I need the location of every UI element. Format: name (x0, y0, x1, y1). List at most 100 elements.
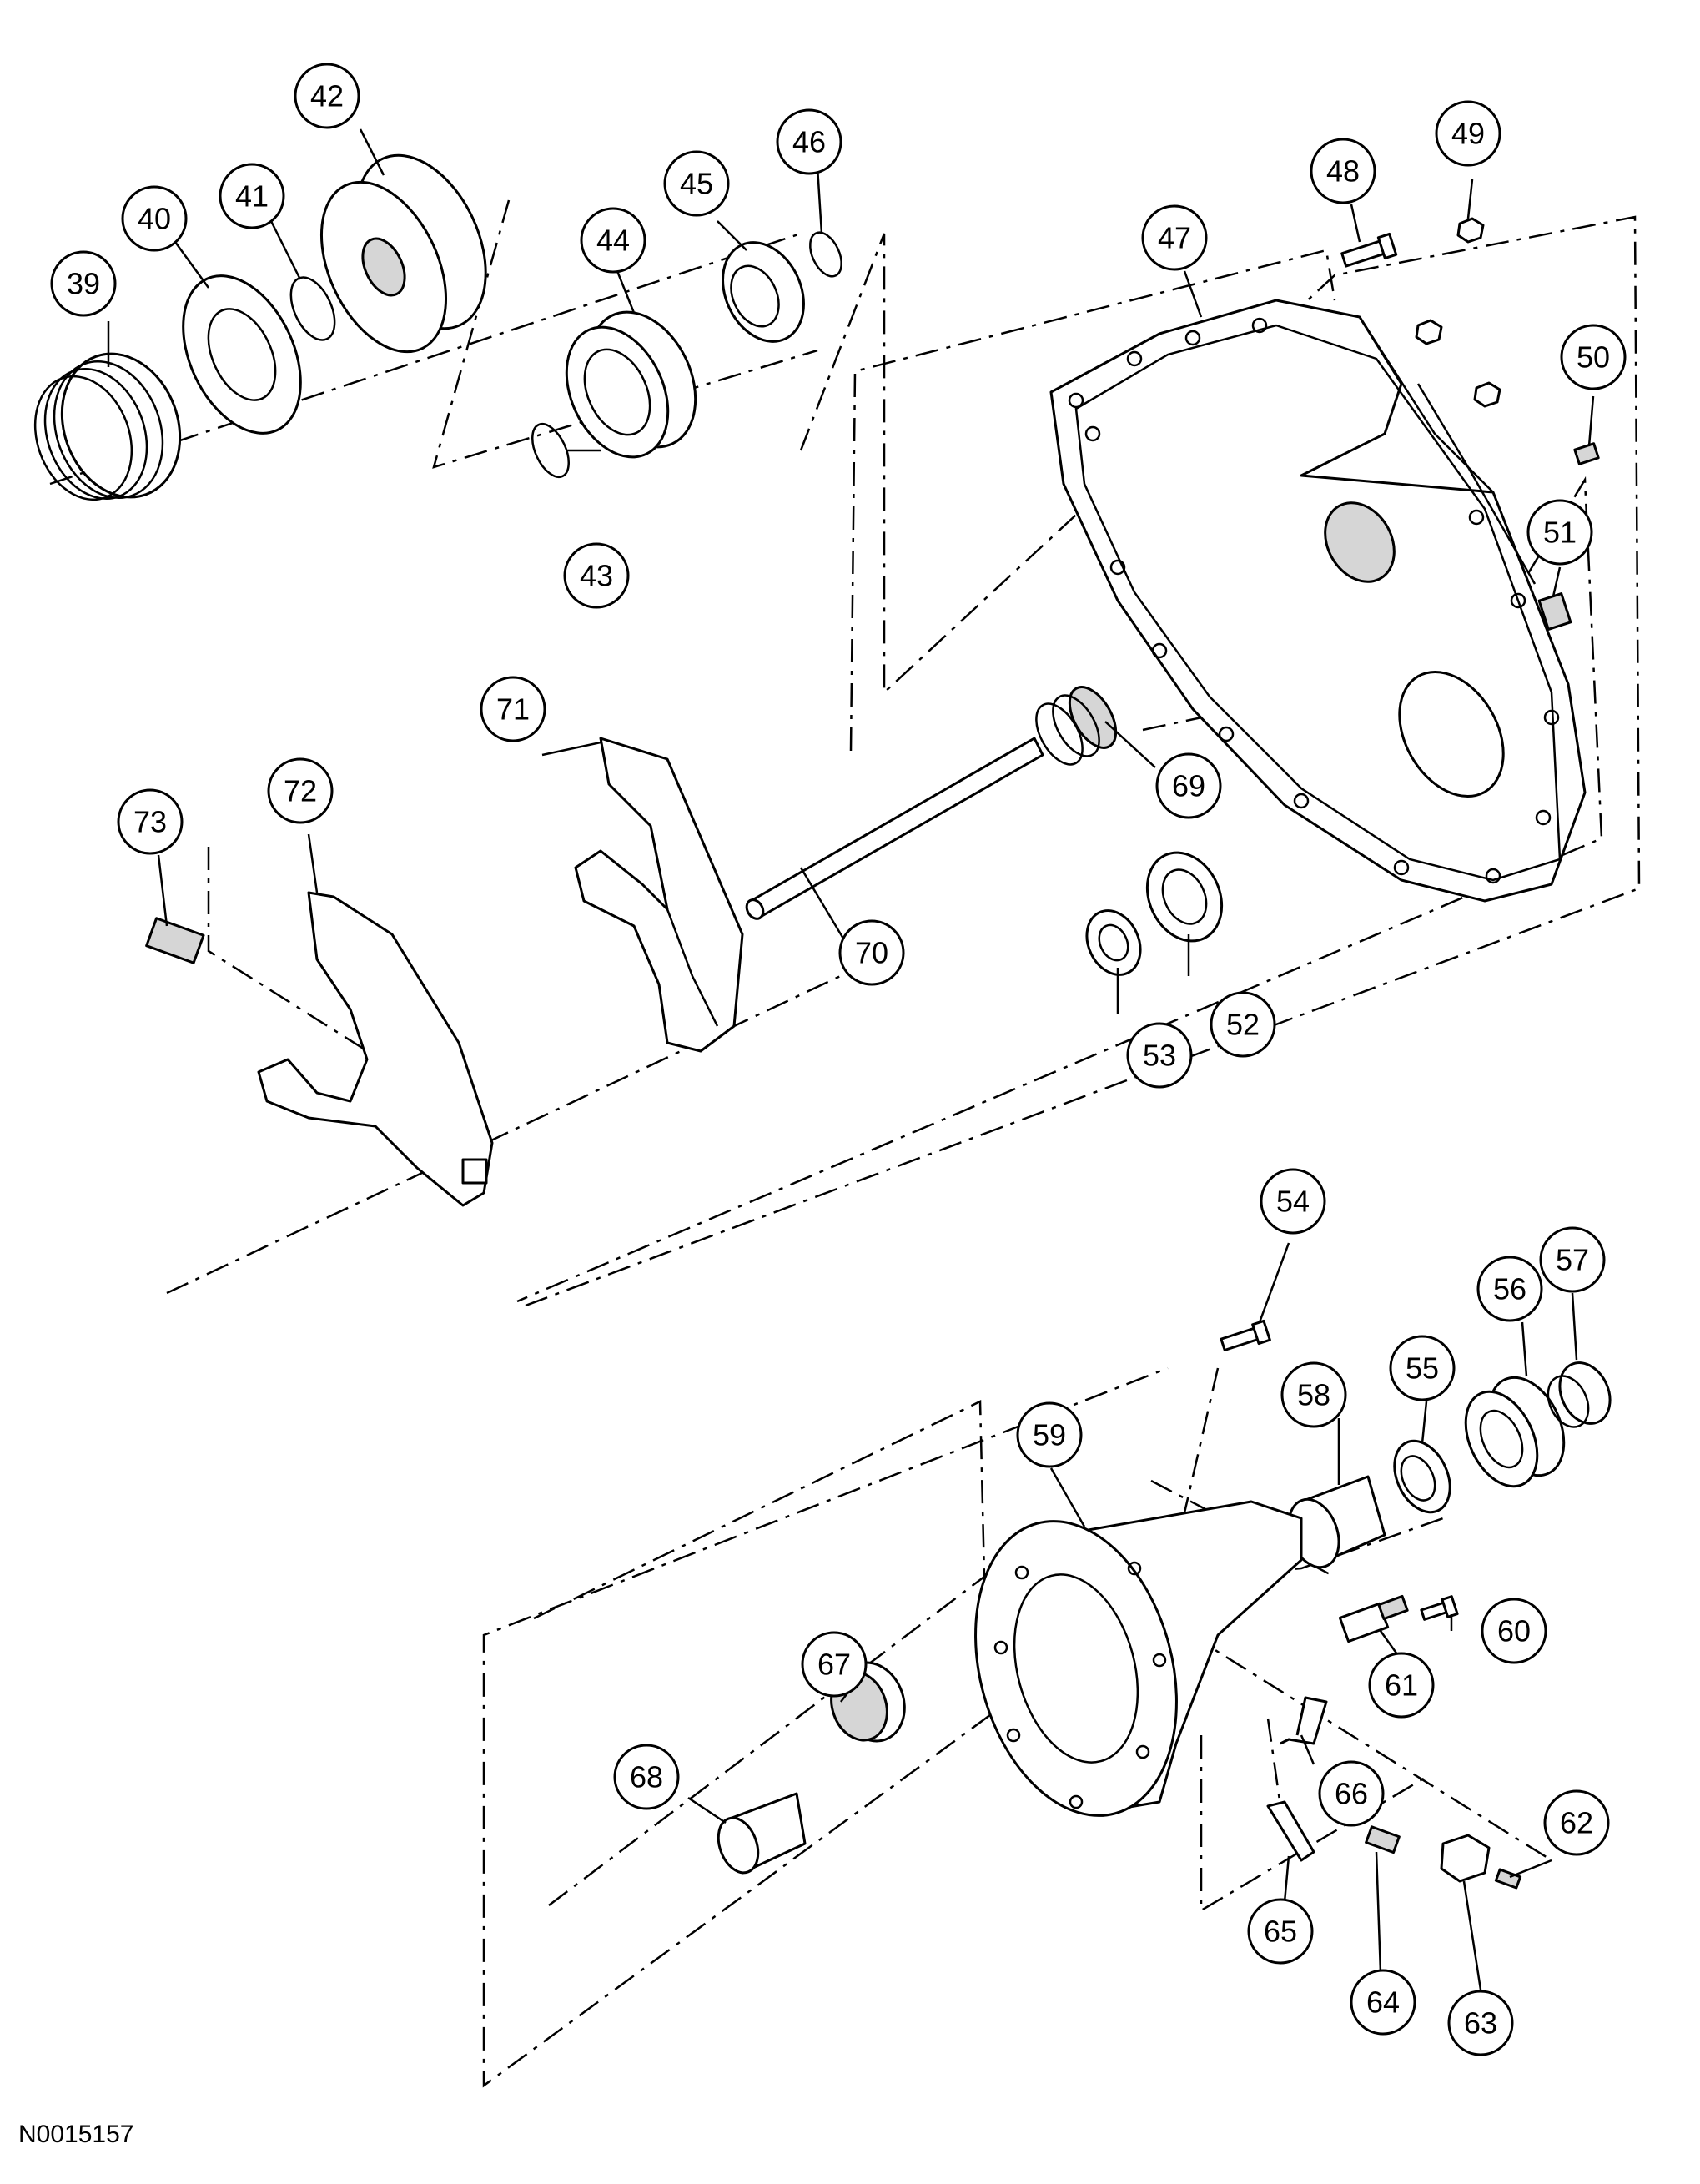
svg-text:51: 51 (1543, 516, 1577, 550)
svg-text:57: 57 (1556, 1243, 1589, 1277)
svg-text:39: 39 (67, 267, 100, 301)
part-71-shift-fork (574, 737, 744, 1053)
part-68-bushing (717, 1792, 807, 1875)
svg-text:42: 42 (310, 79, 344, 113)
svg-text:70: 70 (855, 936, 888, 970)
svg-text:59: 59 (1033, 1418, 1066, 1452)
svg-text:44: 44 (596, 224, 630, 258)
callout-58: 58 (1280, 1361, 1347, 1428)
callout-41: 41 (219, 163, 285, 229)
part-40-plate (182, 274, 302, 435)
svg-text:53: 53 (1143, 1039, 1176, 1073)
part-47-housing (1049, 299, 1587, 903)
callout-66: 66 (1318, 1760, 1385, 1827)
callout-55: 55 (1389, 1335, 1456, 1401)
callout-62: 62 (1543, 1789, 1610, 1856)
part-69-spring (1035, 686, 1118, 766)
callout-60: 60 (1481, 1598, 1547, 1664)
part-56-seal (1464, 1376, 1566, 1488)
callout-67: 67 (801, 1631, 868, 1698)
svg-text:40: 40 (138, 202, 171, 236)
callout-50: 50 (1560, 324, 1627, 390)
svg-text:67: 67 (817, 1648, 851, 1682)
callout-56: 56 (1476, 1256, 1543, 1322)
callout-69: 69 (1155, 752, 1222, 819)
callout-49: 49 (1435, 100, 1501, 167)
callout-labels: 39 40 41 42 43 44 45 46 47 48 49 50 51 5… (50, 63, 1627, 2056)
callout-51: 51 (1526, 499, 1593, 566)
svg-text:55: 55 (1406, 1351, 1439, 1386)
callout-46: 46 (776, 108, 842, 175)
svg-text:43: 43 (580, 559, 613, 593)
part-60-bolt (1420, 1595, 1459, 1621)
part-62-clip (1494, 1868, 1522, 1890)
callout-40: 40 (121, 185, 188, 252)
svg-text:61: 61 (1385, 1668, 1418, 1703)
callout-47: 47 (1141, 204, 1208, 271)
part-64-bracket (1365, 1825, 1401, 1854)
callout-63: 63 (1447, 1990, 1514, 2056)
callout-72: 72 (267, 757, 334, 824)
part-54-bolt (1220, 1319, 1271, 1351)
svg-text:48: 48 (1326, 154, 1360, 189)
part-63-connector (1440, 1834, 1491, 1883)
callout-59: 59 (1016, 1401, 1083, 1468)
callout-71: 71 (480, 676, 546, 742)
svg-text:47: 47 (1158, 221, 1191, 255)
callout-64: 64 (1350, 1969, 1416, 2036)
svg-text:50: 50 (1577, 340, 1610, 375)
svg-text:62: 62 (1560, 1806, 1593, 1840)
svg-text:52: 52 (1226, 1008, 1260, 1042)
svg-text:49: 49 (1451, 117, 1485, 151)
part-52-bearing (1145, 851, 1224, 943)
svg-text:68: 68 (630, 1760, 663, 1794)
part-55-bearing (1393, 1439, 1451, 1514)
callout-43: 43 (563, 542, 630, 609)
svg-text:54: 54 (1276, 1185, 1310, 1219)
callout-42: 42 (294, 63, 360, 129)
part-72-shift-fork (257, 891, 494, 1207)
callout-44: 44 (580, 207, 646, 274)
callout-45: 45 (663, 150, 730, 217)
callout-54: 54 (1260, 1168, 1326, 1235)
callout-73: 73 (117, 788, 184, 855)
svg-text:66: 66 (1335, 1777, 1368, 1811)
svg-text:72: 72 (284, 774, 317, 808)
callout-52: 52 (1210, 991, 1276, 1058)
svg-text:46: 46 (792, 125, 826, 159)
figure-id: N0015157 (18, 2121, 133, 2148)
part-59-extension-housing (974, 1500, 1303, 1817)
svg-text:45: 45 (680, 167, 713, 201)
part-73-clip (145, 917, 205, 964)
part-49-nuts (1415, 217, 1501, 408)
part-66-pin (1280, 1696, 1328, 1745)
svg-text:41: 41 (235, 179, 269, 214)
svg-text:58: 58 (1297, 1378, 1330, 1412)
callout-48: 48 (1310, 138, 1376, 204)
svg-text:56: 56 (1493, 1272, 1526, 1306)
callout-57: 57 (1539, 1226, 1606, 1293)
part-70-rod (745, 737, 1044, 920)
svg-text:69: 69 (1172, 769, 1205, 803)
part-53-seal (1085, 909, 1142, 976)
svg-text:73: 73 (133, 805, 167, 839)
part-42-hub (319, 153, 487, 354)
callout-53: 53 (1126, 1022, 1193, 1089)
callout-61: 61 (1368, 1652, 1435, 1719)
part-50-plug (1573, 442, 1600, 465)
part-44-seal (565, 310, 697, 459)
svg-text:63: 63 (1464, 2006, 1497, 2041)
part-48-bolt (1340, 232, 1398, 268)
part-57-bushing (1547, 1361, 1612, 1428)
part-51-tag (1537, 592, 1572, 631)
callout-65: 65 (1247, 1898, 1314, 1965)
part-45-bearing (722, 241, 805, 343)
callout-39: 39 (50, 250, 117, 317)
svg-text:64: 64 (1366, 1985, 1400, 2020)
svg-text:71: 71 (496, 692, 530, 727)
callout-70: 70 (838, 919, 905, 986)
part-39-spring (33, 352, 182, 501)
part-43-snap-ring (531, 423, 570, 478)
svg-text:60: 60 (1497, 1614, 1531, 1648)
